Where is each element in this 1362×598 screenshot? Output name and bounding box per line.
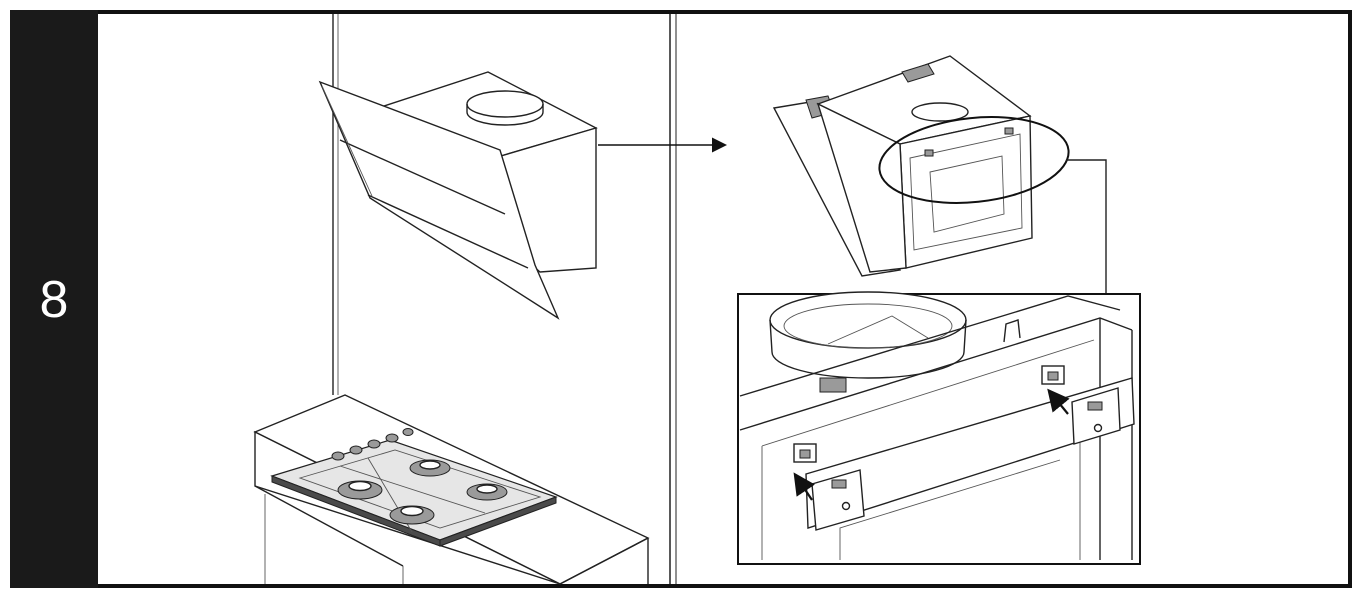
insert-arrow-icon [793,472,815,501]
burner-icon [409,459,451,477]
step-number: 8 [39,271,69,329]
insert-arrow-icon [1047,388,1070,415]
panel-divider [669,14,677,584]
mounting-bracket [805,377,1135,531]
control-knobs [331,428,414,461]
gas-hob [270,428,558,547]
cooker-hood [318,71,598,320]
detail-callout [878,116,1107,294]
kitchen-wall [332,14,339,395]
burner-icon [389,505,435,525]
burner-icon [337,480,383,500]
step-indicator-bar [10,10,98,588]
cooker-hood-rear-view [772,55,1033,277]
burner-icon [466,483,508,501]
